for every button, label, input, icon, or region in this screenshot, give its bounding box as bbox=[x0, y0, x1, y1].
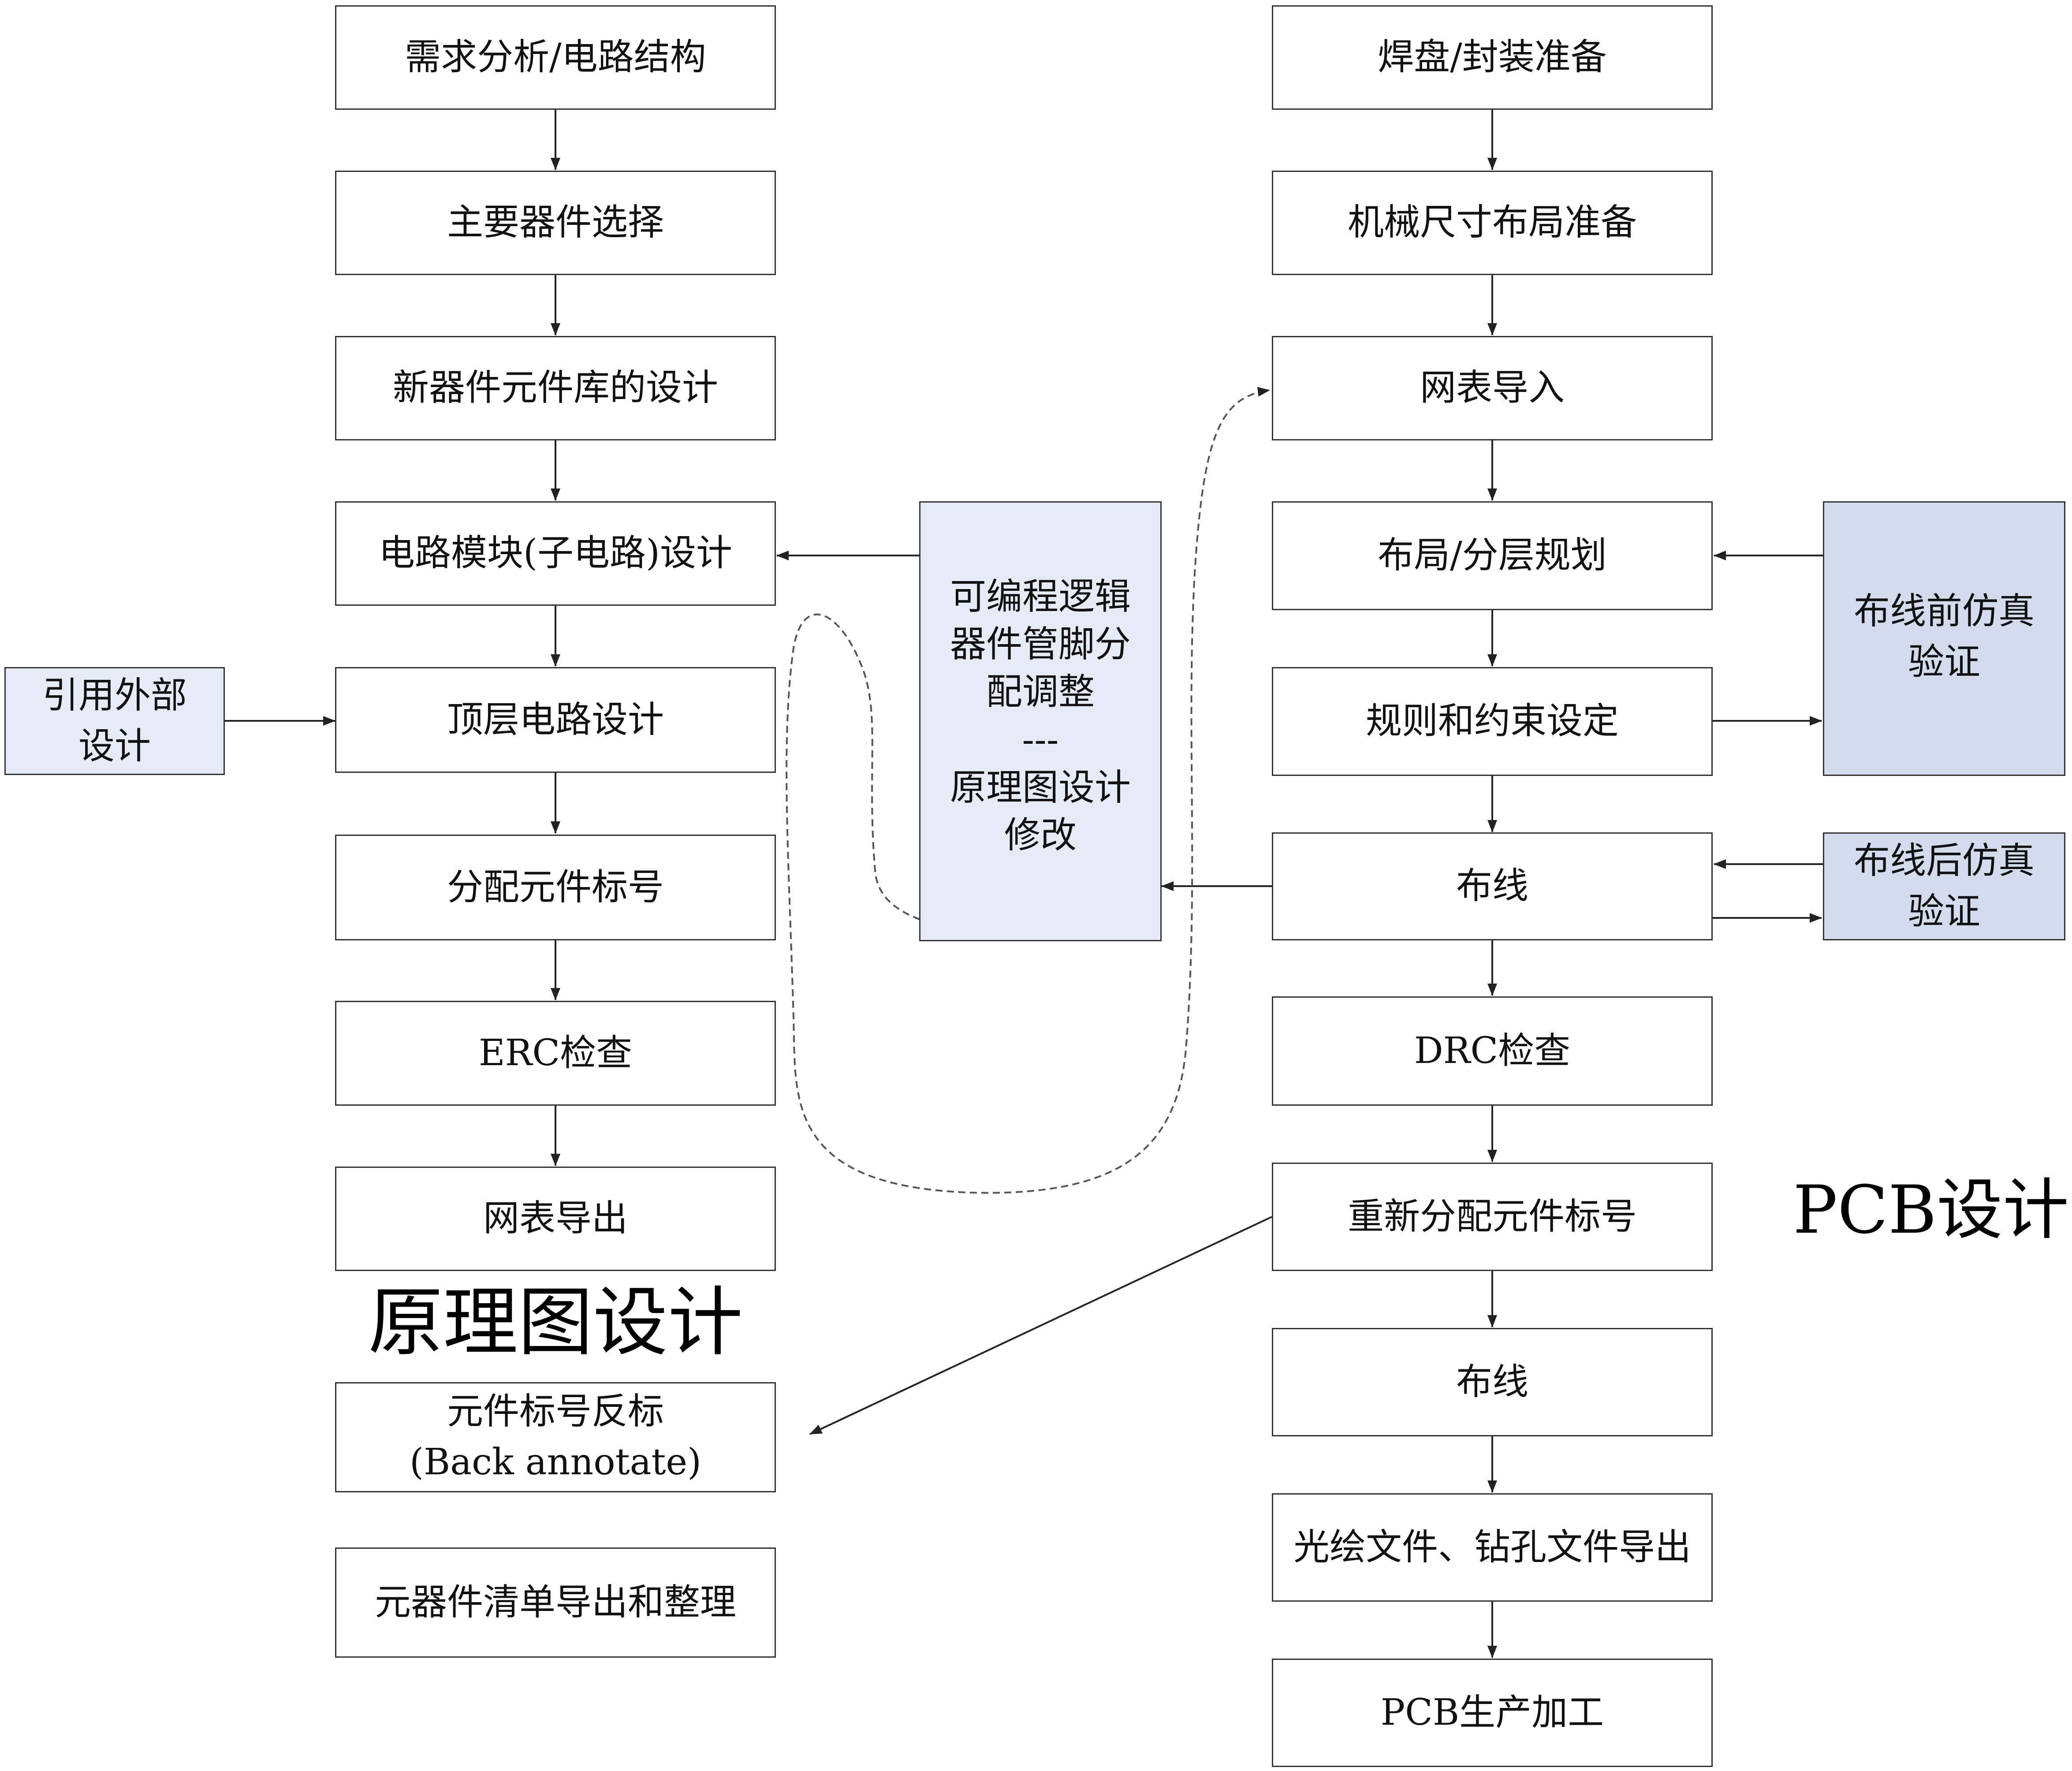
step-rules-constraints: 规则和约束设定 bbox=[1272, 667, 1713, 776]
step-circuit-module-design: 电路模块(子电路)设计 bbox=[335, 501, 776, 606]
step-erc-check: ERC检查 bbox=[335, 1001, 776, 1106]
step-main-component-selection: 主要器件选择 bbox=[335, 171, 776, 275]
pin-assignment-schematic-revision: 可编程逻辑 器件管脚分 配调整 --- 原理图设计 修改 bbox=[919, 501, 1162, 941]
step-gerber-drill-export: 光绘文件、钻孔文件导出 bbox=[1272, 1493, 1713, 1602]
pcb-design-title: PCB设计 bbox=[1793, 1172, 2069, 1249]
pre-route-simulation: 布线前仿真验证 bbox=[1823, 501, 2065, 776]
step-routing: 布线 bbox=[1272, 832, 1713, 940]
dashed-loop-path bbox=[786, 387, 1270, 1194]
step-netlist-export: 网表导出 bbox=[335, 1167, 776, 1271]
step-top-level-circuit: 顶层电路设计 bbox=[335, 667, 776, 773]
step-pad-footprint-prep: 焊盘/封装准备 bbox=[1272, 5, 1713, 110]
step-bom-export: 元器件清单导出和整理 bbox=[335, 1547, 776, 1658]
step-mechanical-layout-prep: 机械尺寸布局准备 bbox=[1272, 171, 1713, 275]
step-routing-final: 布线 bbox=[1272, 1328, 1713, 1436]
step-netlist-import: 网表导入 bbox=[1272, 336, 1713, 440]
schematic-design-title: 原理图设计 bbox=[368, 1279, 743, 1366]
step-new-component-library: 新器件元件库的设计 bbox=[335, 336, 776, 440]
step-drc-check: DRC检查 bbox=[1272, 996, 1713, 1106]
step-pcb-fabrication: PCB生产加工 bbox=[1272, 1659, 1713, 1767]
arrow-reassign-to-backannotate bbox=[809, 1216, 1272, 1435]
post-route-simulation: 布线后仿真验证 bbox=[1823, 832, 2065, 940]
step-back-annotate: 元件标号反标(Back annotate) bbox=[335, 1382, 776, 1492]
step-assign-designators: 分配元件标号 bbox=[335, 835, 776, 940]
step-requirements-analysis: 需求分析/电路结构 bbox=[335, 5, 776, 110]
external-design-reference: 引用外部设计 bbox=[4, 667, 225, 775]
step-layout-layer-planning: 布局/分层规划 bbox=[1272, 501, 1713, 610]
step-reassign-designators: 重新分配元件标号 bbox=[1272, 1163, 1713, 1271]
